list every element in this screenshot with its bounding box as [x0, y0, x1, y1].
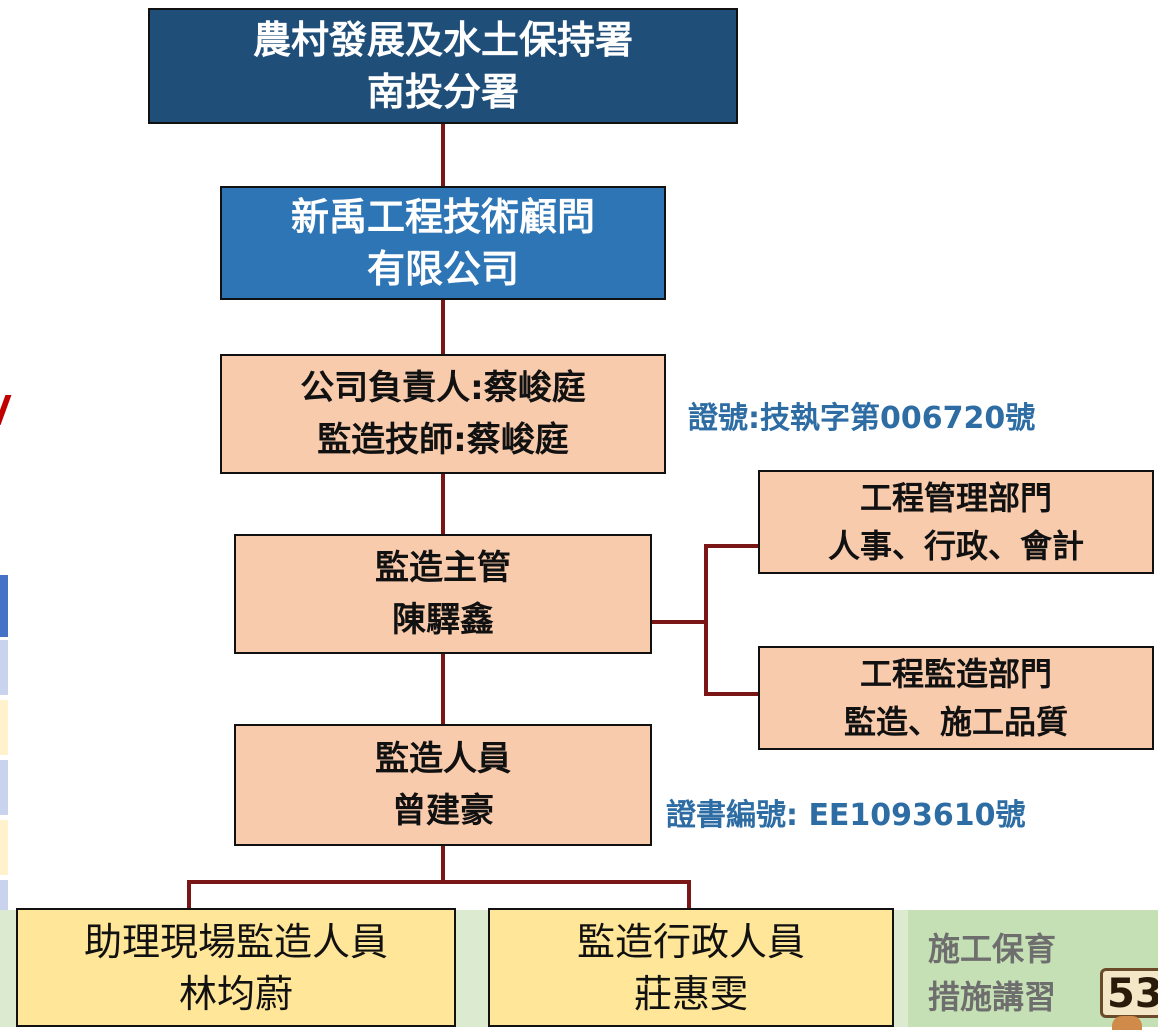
admin-name: 莊惠雯 [633, 971, 748, 1016]
engineer-line: 監造技師:蔡峻庭 [317, 420, 569, 460]
assistant-name: 林均蔚 [178, 971, 293, 1016]
dept-management-box: 工程管理部門 人事、行政、會計 [758, 470, 1154, 574]
left-edge-tab [0, 640, 8, 695]
admin-title: 監造行政人員 [576, 919, 805, 964]
dept-supervision-title: 工程監造部門 [859, 655, 1052, 693]
side-panel: 施工保育 措施講習 53 [908, 910, 1158, 1030]
supervisor-title: 監造主管 [375, 548, 511, 588]
mascot-ear-icon [1112, 1016, 1142, 1030]
assistant-box: 助理現場監造人員 林均蔚 [16, 908, 456, 1027]
left-edge-tab [0, 880, 8, 935]
connector [687, 880, 691, 910]
connector [187, 880, 691, 884]
staff-license-note: 證書編號: EE1093610號 [666, 798, 1026, 833]
staff-title: 監造人員 [375, 739, 511, 779]
connector [704, 544, 708, 696]
left-edge-tab [0, 760, 8, 815]
connector [704, 692, 762, 696]
side-panel-line2: 措施講習 [928, 978, 1057, 1016]
side-panel-line1: 施工保育 [928, 930, 1057, 968]
dept-management-duties: 人事、行政、會計 [827, 527, 1084, 565]
page-number-sign: 53 [1100, 968, 1158, 1018]
assistant-title: 助理現場監造人員 [83, 919, 388, 964]
staff-box: 監造人員 曾建豪 [234, 724, 652, 846]
agency-name-line1: 農村發展及水土保持署 [252, 18, 633, 62]
page-number: 53 [1107, 971, 1158, 1017]
agency-box: 農村發展及水土保持署 南投分署 [148, 8, 738, 124]
supervisor-name: 陳驛鑫 [392, 600, 494, 640]
owner-license-note: 證號:技執字第006720號 [688, 401, 1036, 436]
connector [441, 298, 445, 356]
connector [441, 652, 445, 726]
owner-box: 公司負責人:蔡峻庭 監造技師:蔡峻庭 [220, 354, 666, 474]
connector [441, 122, 445, 188]
admin-box: 監造行政人員 莊惠雯 [488, 908, 894, 1027]
connector [441, 844, 445, 882]
left-edge-tab [0, 820, 8, 875]
agency-name-line2: 南投分署 [366, 70, 519, 114]
left-edge-tab [0, 575, 8, 637]
supervisor-box: 監造主管 陳驛鑫 [234, 534, 652, 654]
left-edge-tab [0, 700, 8, 755]
consultant-name-line2: 有限公司 [366, 247, 519, 291]
consultant-name-line1: 新禹工程技術顧問 [290, 195, 595, 239]
dept-supervision-box: 工程監造部門 監造、施工品質 [758, 646, 1154, 750]
consultant-box: 新禹工程技術顧問 有限公司 [220, 186, 666, 300]
connector [441, 472, 445, 536]
staff-name: 曾建豪 [392, 791, 494, 831]
dept-supervision-duties: 監造、施工品質 [843, 703, 1068, 741]
dept-management-title: 工程管理部門 [859, 479, 1052, 517]
connector [187, 880, 191, 910]
left-edge-mark [0, 395, 12, 425]
owner-line: 公司負責人:蔡峻庭 [300, 368, 586, 408]
connector [704, 544, 762, 548]
connector [650, 620, 708, 624]
